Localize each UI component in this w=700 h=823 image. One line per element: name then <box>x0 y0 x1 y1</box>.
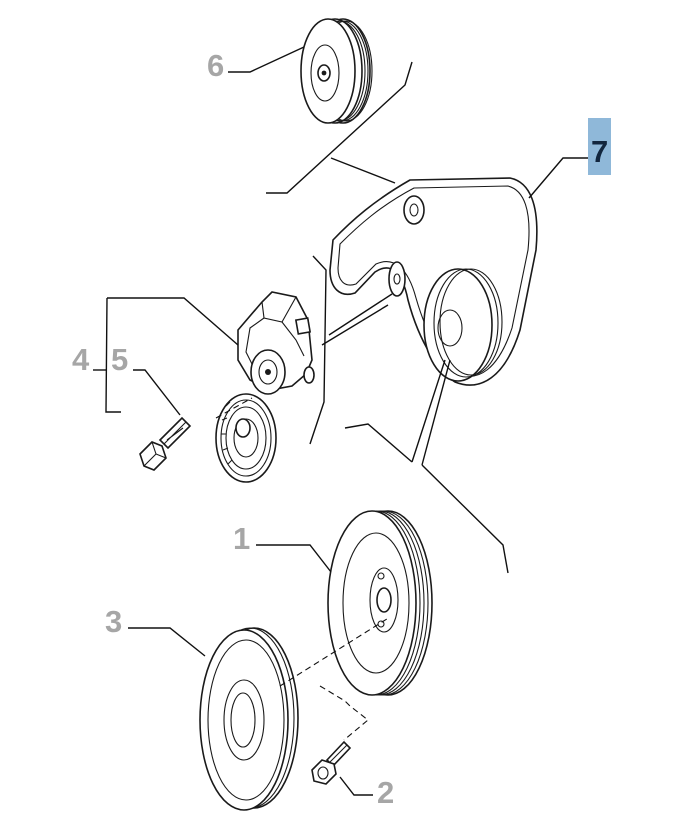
callout-4: 4 <box>72 342 90 377</box>
callout-3: 3 <box>105 604 122 639</box>
part-6-idler-pulley <box>300 18 373 124</box>
callout-labels: 1 2 3 4 5 6 <box>72 48 394 810</box>
highlight-box <box>588 118 611 175</box>
leader-lines <box>93 46 588 796</box>
part-5-tensioner-bolt <box>139 416 192 471</box>
callout-5: 5 <box>111 342 128 377</box>
part-3-damper-pulley <box>199 627 299 811</box>
callout-7: 7 <box>591 134 608 169</box>
part-4-belt-tensioner <box>215 291 315 483</box>
callout-1: 1 <box>233 521 250 556</box>
callout-2: 2 <box>377 775 394 810</box>
part-7-drive-belt <box>329 177 538 386</box>
part-2-pulley-bolt <box>311 740 352 785</box>
part-1-crankshaft-pulley <box>327 510 433 696</box>
callout-6: 6 <box>207 48 224 83</box>
callout-7-highlight[interactable]: 7 <box>588 118 611 175</box>
